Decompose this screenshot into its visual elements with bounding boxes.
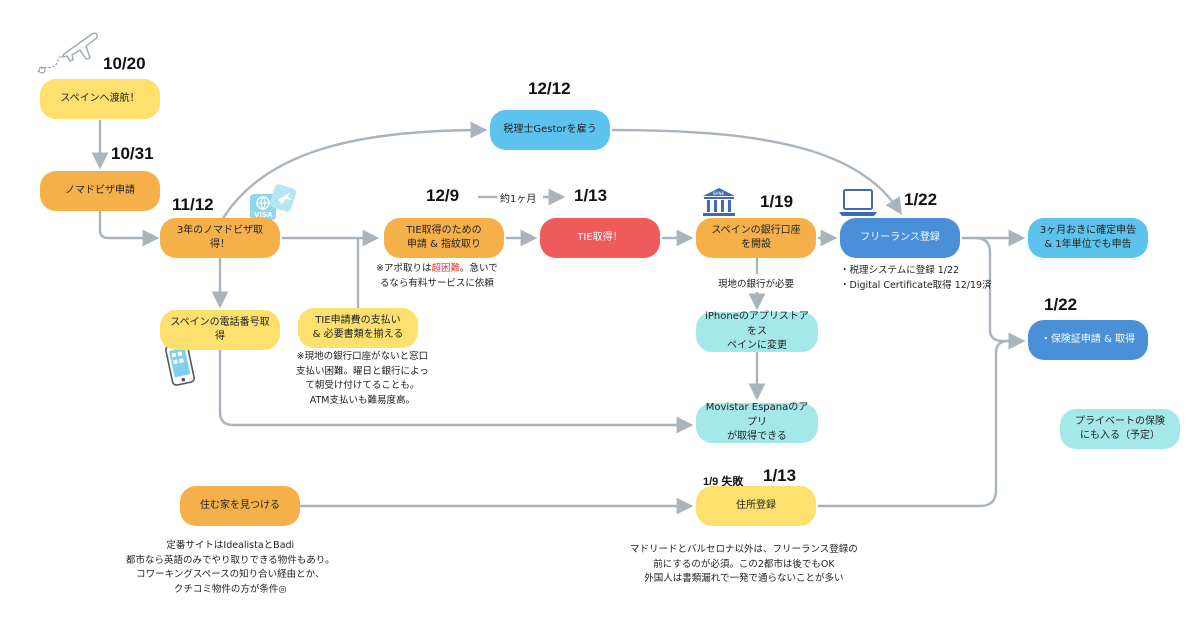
arrow-gestor-to-freelance: [611, 128, 902, 215]
node-movistar-app: Movistar Espanaのアプリが取得できる: [696, 402, 818, 443]
node-phone-number: スペインの電話番号取得: [160, 310, 280, 350]
date-1-19: 1/19: [760, 192, 794, 211]
svg-text:VISA: VISA: [254, 211, 273, 219]
date-10-20: 10/20: [103, 54, 146, 73]
node-tax-filing: 3ヶ月おきに確定申告& 1年単位でも申告: [1028, 218, 1148, 258]
airplane-icon: [37, 32, 98, 74]
date-12-12: 12/12: [528, 79, 571, 98]
node-freelance-registration: フリーランス登録: [840, 218, 960, 258]
date-1-13-tie: 1/13: [574, 186, 608, 205]
node-iphone-app-store: iPhoneのアプリストアをスペインに変更: [696, 311, 818, 352]
note-tie-appointment: ※アポ取りは超困難。急いで るなら有料サービスに依頼: [376, 263, 498, 289]
visa-card-icon: VISA: [250, 184, 297, 220]
note-address-registration: マドリードとバルセロナ以外は、フリーランス登録の 前にするのが必須。この2都市は…: [630, 544, 858, 585]
node-insurance: ・保険証申請 & 取得: [1028, 320, 1148, 360]
node-spain-arrival: スペインへ渡航！: [40, 79, 160, 119]
node-tie-apply: TIE取得のための申請 & 指紋取り: [384, 218, 504, 258]
bank-icon: BANK: [703, 188, 735, 216]
node-nomad-visa-get: 3年のノマドビザ取得！: [160, 218, 280, 258]
node-tie-fee: TIE申請費の支払い& 必要書類を揃える: [298, 308, 418, 348]
date-12-9: 12/9: [426, 186, 460, 205]
node-gestor: 税理士Gestorを雇う: [490, 110, 610, 150]
date-1-22-insurance: 1/22: [1044, 295, 1078, 314]
note-tie-fee: ※現地の銀行口座がないと窓口 支払い困難。曜日と銀行によっ て朝受け付けてること…: [296, 351, 429, 407]
arrow-visa-get-to-gestor: [220, 121, 488, 221]
note-freelance-details: ・税理システムに登録 1/22 ・Digital Certificate取得 1…: [840, 265, 992, 291]
laptop-icon: [839, 189, 877, 216]
arrow-phone-to-movistar: [218, 350, 694, 434]
node-private-insurance: プライベートの保険にも入る（予定）: [1060, 409, 1180, 449]
node-nomad-visa-apply: ノマドビザ申請: [40, 171, 160, 211]
svg-text:BANK: BANK: [713, 191, 724, 196]
arrow-address-to-insurance: [818, 332, 1026, 508]
date-1-9-failed: 1/9 失敗: [703, 476, 744, 488]
date-10-31: 10/31: [111, 144, 154, 163]
arrow-freelance-to-insurance: [974, 236, 1026, 350]
duration-label: 約1ヶ月: [500, 194, 537, 205]
node-tie-get: TIE取得！: [540, 218, 660, 258]
date-11-12: 11/12: [172, 195, 214, 214]
node-bank-account: スペインの銀行口座を開設: [696, 218, 816, 258]
date-1-13-address: 1/13: [763, 466, 797, 485]
node-address-registration: 住所登録: [696, 486, 816, 526]
date-1-22-freelance: 1/22: [904, 190, 938, 209]
note-local-bank-required: 現地の銀行が必要: [718, 279, 795, 290]
note-housing: 定番サイトはIdealistaとBadi 都市なら英語のみでやり取りできる物件も…: [126, 540, 335, 596]
arrow-visa-apply-to-visa-get: [98, 211, 160, 247]
node-housing: 住む家を見つける: [180, 486, 300, 526]
